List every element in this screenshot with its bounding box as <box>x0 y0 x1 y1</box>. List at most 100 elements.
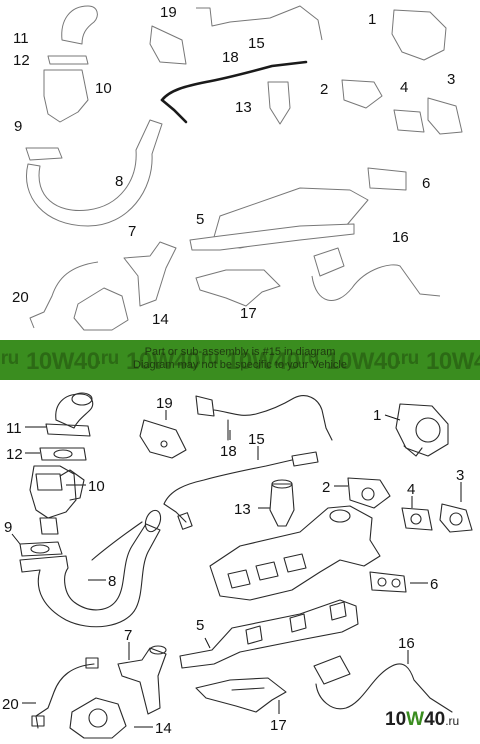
watermark-tile: .ru <box>196 348 219 369</box>
part-10-egr-valve <box>29 465 85 535</box>
top-callout-8: 8 <box>115 173 123 190</box>
watermark-tile: .ru <box>0 348 19 369</box>
part-5-tube <box>179 599 359 669</box>
top-part-20-sensor <box>29 261 99 329</box>
top-part-16-sensor <box>313 247 345 277</box>
callout-11: 11 <box>6 420 22 437</box>
top-part-2-gasket <box>341 79 383 109</box>
part-2-gasket <box>347 477 391 509</box>
top-diagram: 11 12 10 9 8 19 18 15 13 1 2 3 4 6 5 7 1… <box>12 4 463 331</box>
top-part-19-bracket <box>149 25 187 65</box>
top-part-3-flange <box>427 97 463 135</box>
part-6-gasket <box>369 571 407 593</box>
part-7-pipe <box>117 645 167 715</box>
top-callout-11: 11 <box>13 30 29 47</box>
top-part-10-egr-valve <box>43 69 89 123</box>
top-callout-19: 19 <box>160 4 177 21</box>
top-callout-9: 9 <box>14 118 22 135</box>
watermark-tile: .ru <box>296 348 319 369</box>
part-20-sensor <box>31 657 99 729</box>
top-part-11-elbow <box>61 5 98 45</box>
watermark-banner: .ru 10W40 .ru 10W40 .ru 10W40 .ru 10W40 … <box>0 340 480 380</box>
top-callout-3: 3 <box>447 71 455 88</box>
top-callout-2: 2 <box>320 81 328 98</box>
callout-10: 10 <box>88 478 105 495</box>
part-8-pipe <box>19 509 162 628</box>
callout-12: 12 <box>6 446 23 463</box>
watermark-tile: 10W40 <box>426 348 480 375</box>
top-part-15-sensor-tip <box>160 98 188 124</box>
watermark-tile: .ru <box>96 348 119 369</box>
callout-6: 6 <box>430 576 438 593</box>
top-part-12-gasket <box>47 55 89 65</box>
top-callout-7: 7 <box>128 223 136 240</box>
part-11-elbow <box>45 392 94 437</box>
top-part-18-sensor <box>196 5 323 41</box>
top-callout-14: 14 <box>152 311 169 328</box>
callout-20: 20 <box>2 696 19 713</box>
top-part-4-gasket <box>393 109 425 133</box>
part-18-sensor <box>195 395 333 441</box>
watermark-tile: 10W40 <box>26 348 100 375</box>
top-part-9-gasket <box>25 147 63 161</box>
part-12-gasket <box>39 447 87 461</box>
part-9-gasket <box>19 541 63 557</box>
callout-4: 4 <box>407 481 415 498</box>
callout-2: 2 <box>322 479 330 496</box>
part-3-flange <box>439 503 473 533</box>
callout-5: 5 <box>196 617 204 634</box>
top-callout-1: 1 <box>368 11 376 28</box>
watermark-tile: .ru <box>396 348 419 369</box>
top-part-1-throttle <box>391 9 447 61</box>
logo-prefix: 10 <box>385 709 407 730</box>
top-callout-12: 12 <box>13 52 30 69</box>
leader-9 <box>11 533 21 545</box>
callout-3: 3 <box>456 467 464 484</box>
top-part-6-gasket <box>367 167 407 191</box>
callout-16: 16 <box>398 635 415 652</box>
callout-9: 9 <box>4 519 12 536</box>
watermark-tile: 10W40 <box>126 348 200 375</box>
top-callout-20: 20 <box>12 289 29 306</box>
top-part-8-pipe <box>26 119 163 227</box>
callout-17: 17 <box>270 717 287 734</box>
leader-5 <box>204 637 211 649</box>
callout-19: 19 <box>156 395 173 412</box>
logo-tld: .ru <box>445 714 460 728</box>
top-part-14-valve <box>73 287 129 331</box>
site-logo: 10W40.ru <box>385 705 475 735</box>
diagram-note-vehicle: Diagram may not be specific to your Vehi… <box>133 359 347 371</box>
top-part-16-wire <box>311 264 441 301</box>
part-15-sensor <box>163 451 319 530</box>
callout-15: 15 <box>248 431 265 448</box>
callout-18: 18 <box>220 443 237 460</box>
top-callout-5: 5 <box>196 211 204 228</box>
logo-mark: W <box>406 709 425 730</box>
callout-8: 8 <box>108 573 116 590</box>
watermark-tile: 10W40 <box>226 348 300 375</box>
bottom-diagram: 11 12 10 9 8 19 18 15 13 1 2 3 4 6 5 7 1… <box>2 392 473 739</box>
top-callout-4: 4 <box>400 79 408 96</box>
top-callout-6: 6 <box>422 175 430 192</box>
top-part-13-sensor <box>267 81 291 125</box>
top-callout-15: 15 <box>248 35 265 52</box>
top-callout-18: 18 <box>222 49 239 66</box>
part-14-valve <box>69 697 127 739</box>
logo-suffix: 40 <box>424 709 446 730</box>
intake-manifold <box>209 505 381 601</box>
part-17-shield <box>195 677 287 713</box>
top-part-17-shield <box>195 269 281 307</box>
top-callout-17: 17 <box>240 305 257 322</box>
top-callout-10: 10 <box>95 80 112 97</box>
top-callout-16: 16 <box>392 229 409 246</box>
part-1-throttle <box>395 403 449 457</box>
watermark-tile: 10W40 <box>326 348 400 375</box>
part-16-sensor <box>313 655 453 713</box>
top-part-5-tube <box>189 223 355 251</box>
callout-7: 7 <box>124 627 132 644</box>
top-callout-13: 13 <box>235 99 252 116</box>
part-19-bracket <box>139 419 187 459</box>
callout-14: 14 <box>155 720 172 737</box>
top-part-15-sensor-highlight <box>160 60 308 102</box>
